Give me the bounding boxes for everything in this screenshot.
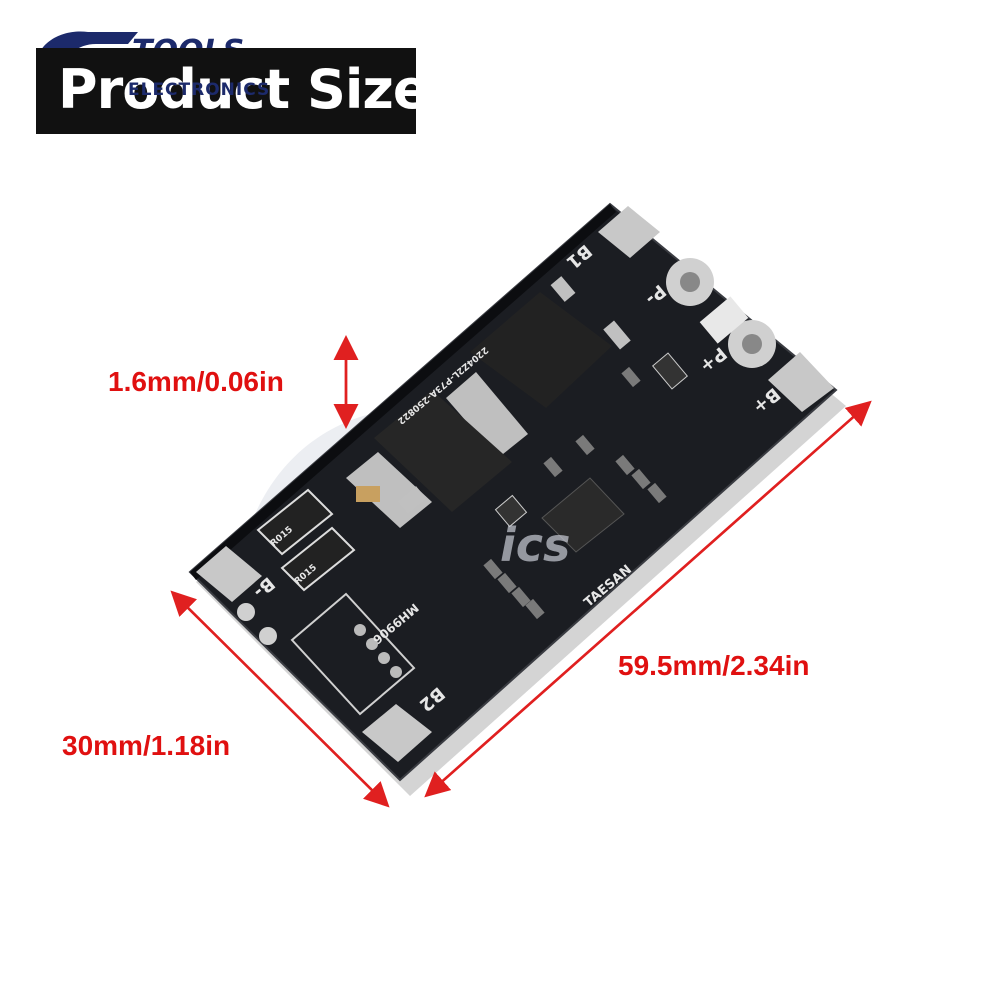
balance-connector xyxy=(290,592,416,716)
watermark-text: ics xyxy=(500,518,571,572)
logo-subtitle: ELECTRONICS xyxy=(128,80,271,100)
width-arrow-b xyxy=(170,590,387,805)
title-banner xyxy=(36,48,416,134)
mosfet-1 xyxy=(446,276,631,458)
length-arrow-b xyxy=(424,403,869,798)
solder-pads xyxy=(196,206,834,762)
pcb-board xyxy=(188,202,838,782)
mounting-holes xyxy=(237,258,776,645)
thickness-label: 1.6mm/0.06in xyxy=(108,366,284,397)
shunt-resistors xyxy=(256,488,356,592)
dimension-arrows xyxy=(170,335,872,808)
page-title: Product Size xyxy=(58,58,429,121)
length-label: 59.5mm/2.34in xyxy=(618,650,810,681)
mosfet-2 xyxy=(346,390,512,528)
width-label: 30mm/1.18in xyxy=(62,730,231,761)
smd-components xyxy=(483,352,689,620)
control-ic xyxy=(541,477,625,553)
